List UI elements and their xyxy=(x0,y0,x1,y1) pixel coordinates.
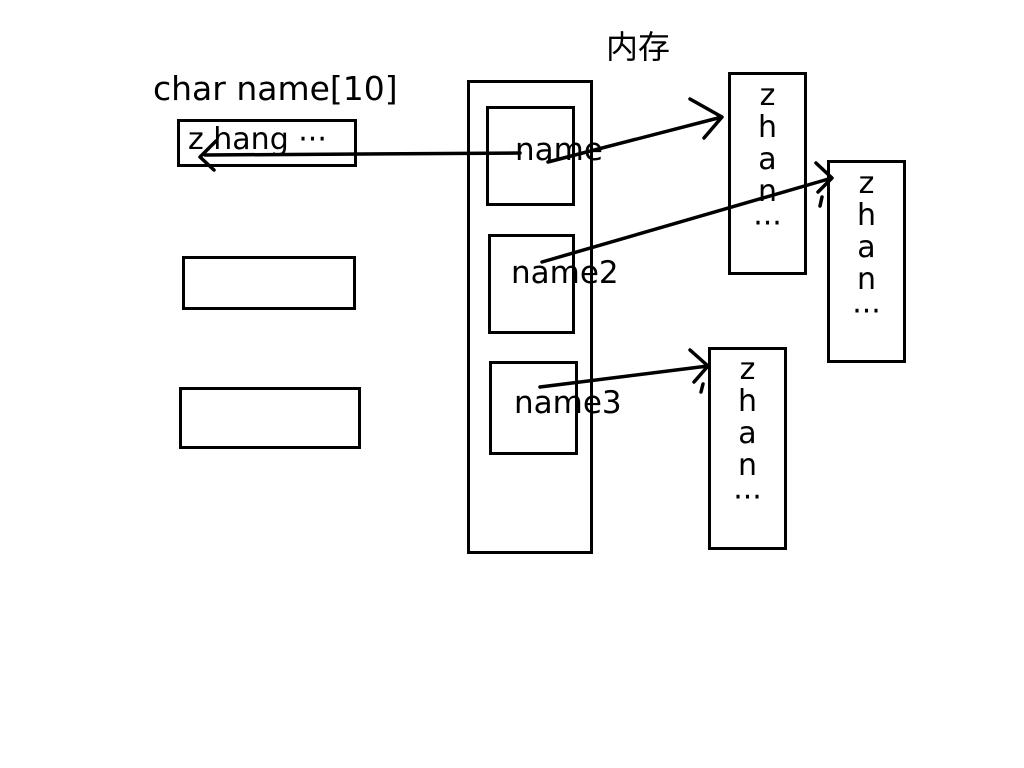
string-3-char-2: a xyxy=(738,416,757,451)
memory-label: 内存 xyxy=(606,28,671,66)
string-2-char-3: n xyxy=(856,262,876,297)
pointer-cell-name3 xyxy=(489,361,578,455)
pointer-label-name3: name3 xyxy=(514,385,622,421)
string-block-3 xyxy=(708,347,787,550)
string-1-char-0: z xyxy=(759,78,776,113)
ink-tick-1 xyxy=(818,195,824,208)
string-1-char-4: ··· xyxy=(753,206,782,241)
string-2-char-0: z xyxy=(858,166,875,201)
char-array-box-3 xyxy=(179,387,361,449)
string-2-char-4: ··· xyxy=(852,294,881,329)
pointer-cell-name2 xyxy=(488,234,575,334)
string-block-3-chars: z h a n ··· xyxy=(708,354,787,514)
ink-tick-2 xyxy=(699,382,705,394)
string-2-char-1: h xyxy=(856,198,876,233)
pointer-label-name: name xyxy=(515,132,603,168)
string-3-char-4: ··· xyxy=(733,480,762,515)
pointer-label-name2: name2 xyxy=(511,255,619,291)
string-block-2-chars: z h a n ··· xyxy=(827,168,906,328)
string-3-char-1: h xyxy=(737,384,757,419)
array-declaration-label: char name[10] xyxy=(153,69,398,108)
string-block-1-chars: z h a n ··· xyxy=(728,80,807,240)
memory-column xyxy=(467,80,593,554)
string-1-char-2: a xyxy=(758,142,777,177)
char-array-box-2 xyxy=(182,256,356,310)
string-2-char-2: a xyxy=(857,230,876,265)
string-1-char-3: n xyxy=(757,174,777,209)
string-3-char-3: n xyxy=(737,448,757,483)
string-1-char-1: h xyxy=(757,110,777,145)
string-3-char-0: z xyxy=(739,352,756,387)
char-array-box-1-text: z hang ··· xyxy=(188,122,327,157)
